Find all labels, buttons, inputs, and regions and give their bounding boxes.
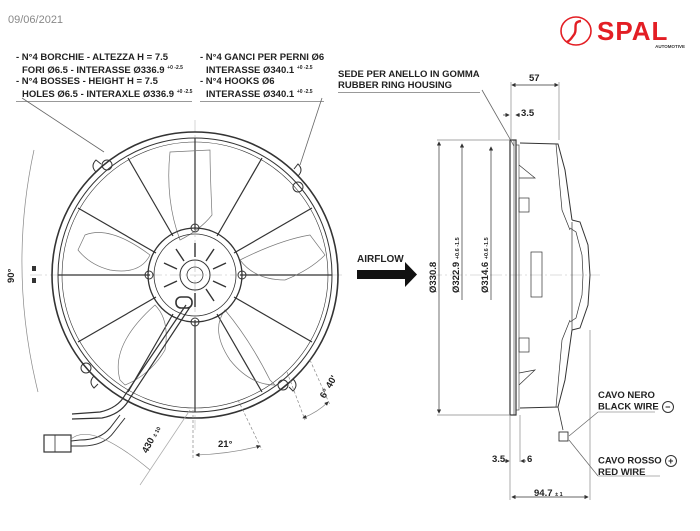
black-wire-en: BLACK WIRE− <box>598 401 674 413</box>
hooks-note: - N°4 GANCI PER PERNI Ø6 INTERASSE Ø340.… <box>200 52 325 103</box>
side-dimensions <box>436 82 660 500</box>
hooks-leader <box>299 97 323 166</box>
spal-swirl-icon <box>560 16 592 46</box>
hooks-line-4-tol: +0 -2.5 <box>296 89 313 96</box>
total-depth-value: 94.7 <box>534 488 553 499</box>
red-wire-en: RED WIRE <box>598 467 646 478</box>
black-wire-label: CAVO NERO BLACK WIRE− <box>598 390 674 413</box>
hooks-line-1: - N°4 GANCI PER PERNI Ø6 <box>200 52 325 63</box>
front-dimensions <box>21 149 331 486</box>
airflow-arrow-icon <box>357 262 417 287</box>
inner-diameter-tol: +0.6 -1.5 <box>484 237 490 260</box>
black-wire-en-text: BLACK WIRE <box>598 401 659 413</box>
total-depth-label: 94.7 ± 1 <box>534 488 563 499</box>
ring-offset-label: 3.5 <box>521 108 535 119</box>
mid-diameter-label: Ø322.9 +0.6 -1.5 <box>451 237 462 293</box>
angle-21-label: 21° <box>218 439 233 450</box>
minus-icon: − <box>661 401 674 413</box>
bosses-line-2-text: FORI Ø6.5 - INTERASSE Ø336.9 <box>22 65 165 77</box>
spal-logo: SPAL AUTOMOTIVE <box>559 14 689 49</box>
bosses-line-4-text: HOLES Ø6.5 - INTERAXLE Ø336.9 <box>22 89 175 101</box>
black-wire-it: CAVO NERO <box>598 390 655 401</box>
brand-name: SPAL <box>597 16 669 46</box>
rubber-ring-leader <box>481 89 515 147</box>
fan-front-view <box>30 120 345 453</box>
brand-subtitle: AUTOMOTIVE <box>655 44 685 49</box>
bosses-leader <box>21 97 105 153</box>
outer-diameter-label: Ø330.8 <box>428 261 439 293</box>
bosses-note: - N°4 BORCHIE - ALTEZZA H = 7.5 FORI Ø6.… <box>16 52 193 103</box>
bosses-marker <box>32 266 36 271</box>
rubber-ring-note: SEDE PER ANELLO IN GOMMA RUBBER RING HOU… <box>338 69 480 93</box>
red-wire-label: CAVO ROSSO+ RED WIRE <box>598 455 677 478</box>
hooks-line-3: - N°4 HOOKS Ø6 <box>200 76 275 88</box>
inner-diameter-value: Ø314.6 <box>480 261 491 293</box>
fan-side-view <box>430 139 600 442</box>
bottom-offset-left-label: 3.5 <box>492 454 506 465</box>
mid-diameter-value: Ø322.9 <box>451 261 462 293</box>
red-wire-it: CAVO ROSSO+ <box>598 455 677 467</box>
mid-diameter-tol: +0.6 -1.5 <box>455 237 461 260</box>
rubber-ring-line-1: SEDE PER ANELLO IN GOMMA <box>338 69 480 80</box>
hooks-line-2: INTERASSE Ø340.1 +0 -2.5 <box>200 63 324 76</box>
inner-diameter-label: Ø314.6 +0.6 -1.5 <box>480 237 491 293</box>
bosses-line-1: - N°4 BORCHIE - ALTEZZA H = 7.5 <box>16 52 169 63</box>
bosses-line-4-tol: +0 -2.5 <box>176 89 193 96</box>
bosses-marker <box>32 278 36 283</box>
total-depth-tol: ± 1 <box>555 492 563 498</box>
bosses-line-3: - N°4 BOSSES - HEIGHT H = 7.5 <box>16 76 158 88</box>
angle-90-label: 90° <box>6 268 17 283</box>
bosses-line-2: FORI Ø6.5 - INTERASSE Ø336.9 +0 -2.5 <box>16 63 192 76</box>
depth-57-label: 57 <box>529 73 540 84</box>
rubber-ring-line-2: RUBBER RING HOUSING <box>338 80 453 91</box>
bottom-offset-right-label: 6 <box>527 454 533 465</box>
hooks-line-2-text: INTERASSE Ø340.1 <box>206 65 295 77</box>
bosses-line-4: HOLES Ø6.5 - INTERAXLE Ø336.9 +0 -2.5 <box>16 87 192 100</box>
bosses-line-2-tol: +0 -2.5 <box>167 65 183 71</box>
red-wire-it-text: CAVO ROSSO <box>598 455 662 467</box>
hooks-line-4: INTERASSE Ø340.1 +0 -2.5 <box>200 87 324 100</box>
hooks-line-2-tol: +0 -2.5 <box>296 65 313 71</box>
plus-icon: + <box>664 455 677 467</box>
drawing-date: 09/06/2021 <box>8 14 64 26</box>
hooks-line-4-text: INTERASSE Ø340.1 <box>206 89 295 101</box>
airflow-label: AIRFLOW <box>357 254 404 265</box>
